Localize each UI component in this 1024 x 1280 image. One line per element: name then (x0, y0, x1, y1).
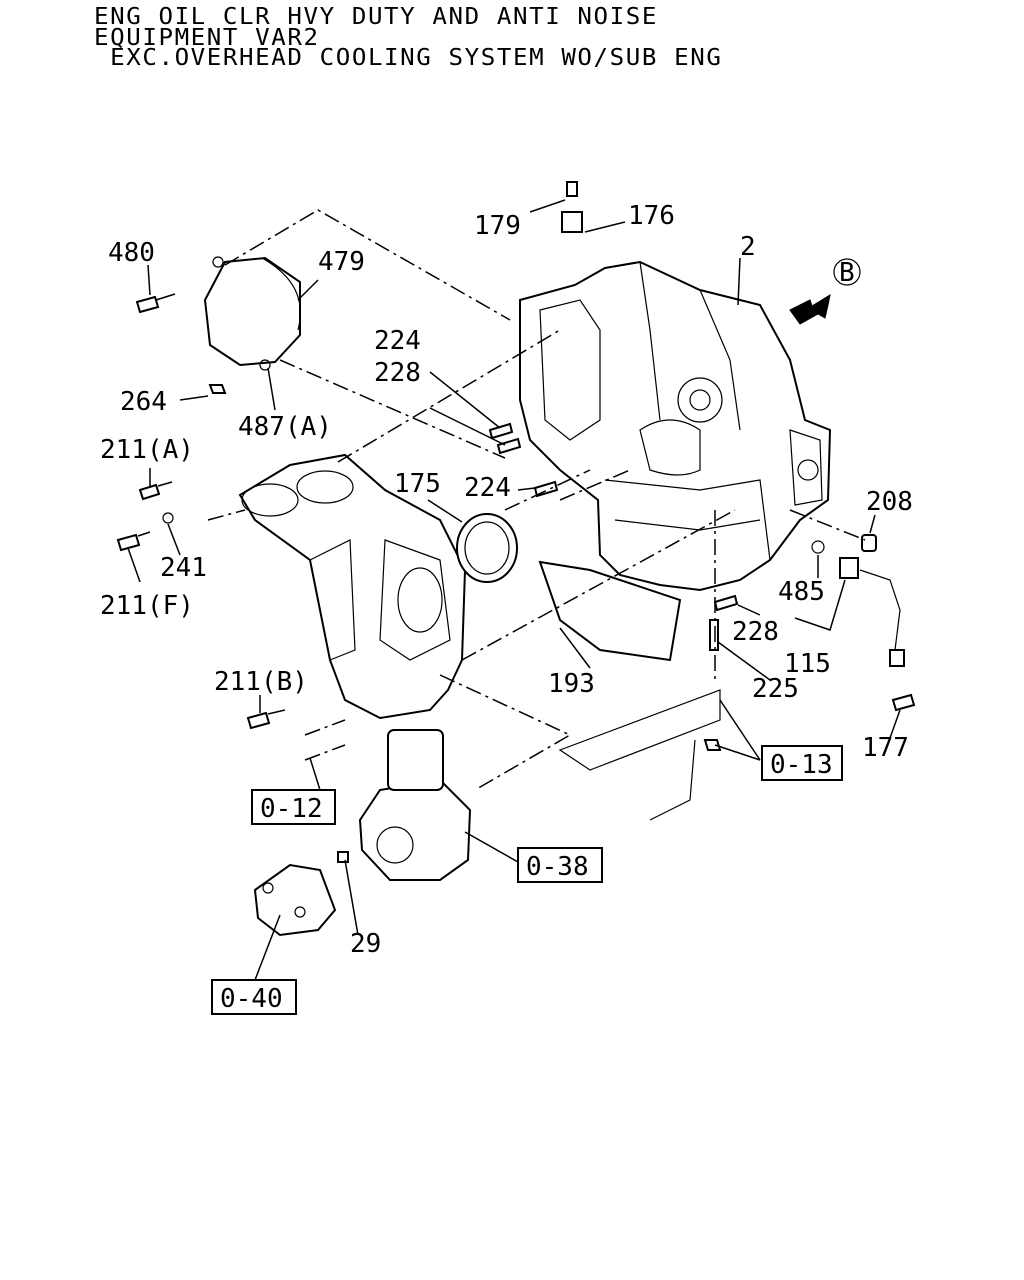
fasteners (116, 181, 916, 863)
callout-193: 193 (548, 669, 595, 699)
callout-115: 115 (784, 649, 831, 679)
callout-211f: 211(F) (100, 591, 194, 621)
header-line-3: EXC.OVERHEAD COOLING SYSTEM WO/SUB ENG (94, 45, 723, 71)
ref-box-0-38[interactable]: 0-38 (517, 847, 603, 883)
callout-176: 176 (628, 201, 675, 231)
callout-177: 177 (862, 733, 909, 763)
flywheel-housing (519, 260, 832, 592)
callout-480: 480 (108, 238, 155, 268)
callout-224-upper: 224 (374, 326, 421, 356)
callout-228-upper: 228 (374, 358, 421, 388)
callout-264: 264 (120, 387, 167, 417)
callout-211a: 211(A) (100, 435, 194, 465)
callout-179: 179 (474, 211, 521, 241)
ref-box-0-13[interactable]: 0-13 (761, 745, 843, 781)
callout-29: 29 (350, 929, 381, 959)
cylinder-block (238, 453, 467, 720)
callout-2: 2 (740, 232, 756, 262)
view-b-arrow (789, 258, 861, 325)
callout-224-lower: 224 (464, 473, 511, 503)
ref-0-40-label: 0-40 (220, 984, 283, 1014)
callout-211b: 211(B) (214, 667, 308, 697)
ref-box-0-40[interactable]: 0-40 (211, 979, 297, 1015)
callout-208: 208 (866, 487, 913, 517)
pump-assembly (358, 729, 472, 881)
ref-box-0-12[interactable]: 0-12 (251, 789, 336, 825)
callout-487a: 487(A) (238, 412, 332, 442)
gasket (538, 560, 682, 662)
oil-pan (558, 689, 721, 821)
callout-479: 479 (318, 247, 365, 277)
header-line-2: EQUIPMENT VAR2 (94, 25, 320, 51)
callout-485: 485 (778, 577, 825, 607)
callout-241: 241 (160, 553, 207, 583)
callout-228-lower: 228 (732, 617, 779, 647)
rear-cover-plate (203, 256, 301, 371)
ref-0-13-label: 0-13 (770, 750, 833, 780)
assembly-lines (207, 209, 866, 791)
ref-0-12-label: 0-12 (260, 794, 323, 824)
leader-lines (127, 199, 901, 981)
ref-0-38-label: 0-38 (526, 852, 589, 882)
callout-225: 225 (752, 674, 799, 704)
callout-view-b: B (839, 258, 855, 288)
gear-assembly (253, 863, 337, 937)
oil-seal (456, 513, 518, 583)
callout-175: 175 (394, 469, 441, 499)
header-line-1: ENG OIL CLR HVY DUTY AND ANTI NOISE (94, 4, 659, 30)
